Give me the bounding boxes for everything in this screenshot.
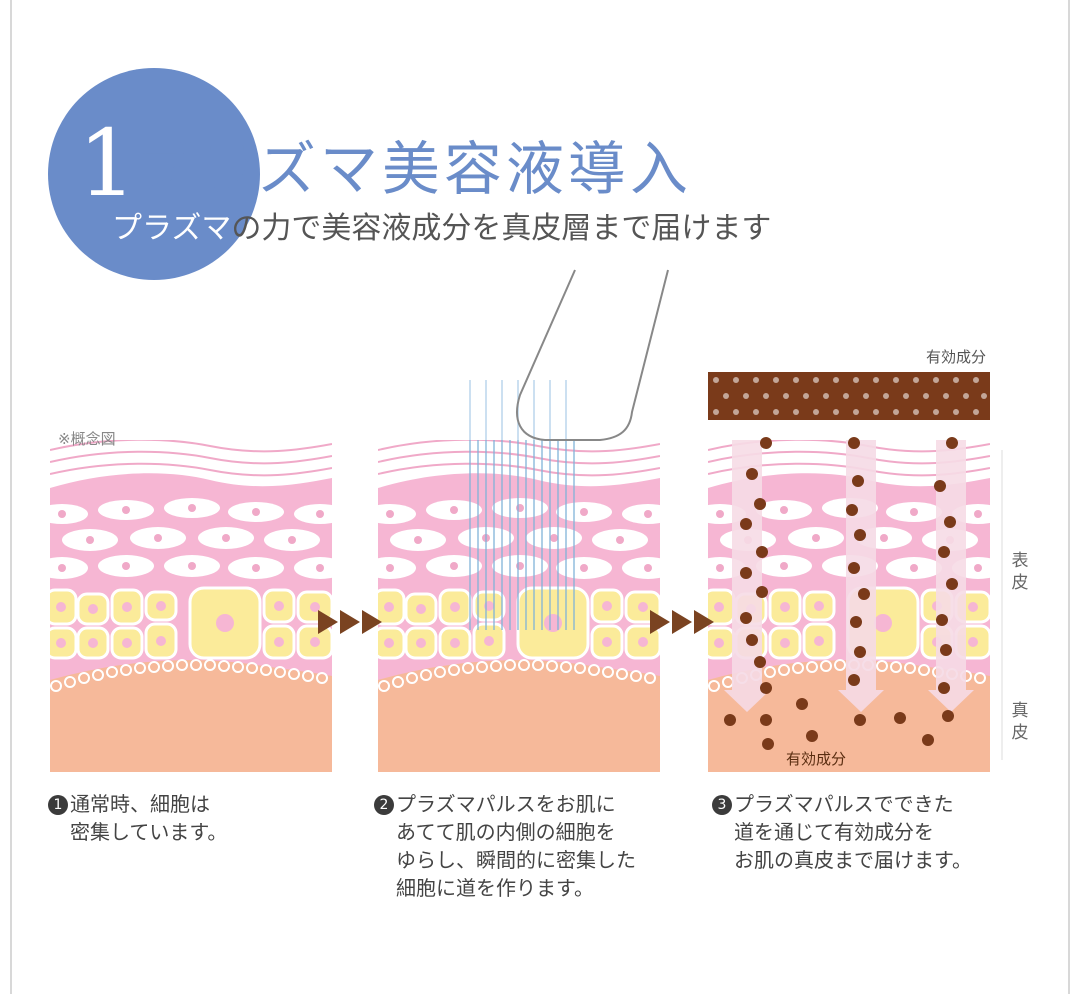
caption-1-number: 1 [48, 795, 68, 815]
active-ingredient-top-label: 有効成分 [926, 348, 987, 366]
caption-1-line-1: 通常時、細胞は [70, 792, 210, 816]
image-frame [10, 0, 1070, 994]
caption-2-line-2: あてて肌の内側の細胞を [396, 820, 616, 844]
number-badge [48, 68, 260, 280]
page-title: プラズマ美容液導入 [135, 135, 692, 203]
caption-3-line-1: プラズマパルスでできた [734, 792, 954, 816]
plasma-device [516, 269, 669, 441]
caption-3-number: 3 [712, 795, 732, 815]
epidermis-label: 表皮 [1011, 551, 1029, 593]
step-arrows-2 [650, 610, 714, 634]
panel-plasma-pulse [378, 440, 660, 772]
subtitle-highlight: プラズマ [112, 211, 232, 246]
caption-3-line-3: お肌の真皮まで届けます。 [734, 848, 972, 872]
badge-number: 1 [78, 110, 137, 217]
caption-2-line-4: 細胞に道を作ります。 [396, 876, 594, 900]
subtitle-rest: の力で美容液成分を真皮層まで届けます [231, 211, 772, 246]
step-arrows-1 [318, 610, 382, 634]
caption-2-line-3: ゆらし、瞬間的に密集した [396, 848, 636, 872]
panel-normal [50, 440, 332, 772]
caption-2-number: 2 [374, 795, 394, 815]
panel-delivery [708, 440, 990, 772]
page-subtitle: プラズマの力で美容液成分を真皮層まで届けます [112, 214, 771, 244]
ingredient-particles [724, 437, 958, 750]
active-ingredient-bottom-label: 有効成分 [786, 750, 847, 768]
dermis-label: 真皮 [1011, 701, 1029, 743]
caption-2-line-1: プラズマパルスをお肌に [396, 792, 616, 816]
concept-note: ※概念図 [58, 430, 116, 448]
caption-1-line-2: 密集しています。 [70, 820, 228, 844]
caption-3-line-2: 道を通じて有効成分を [734, 820, 934, 844]
ingredient-layer [708, 372, 990, 420]
